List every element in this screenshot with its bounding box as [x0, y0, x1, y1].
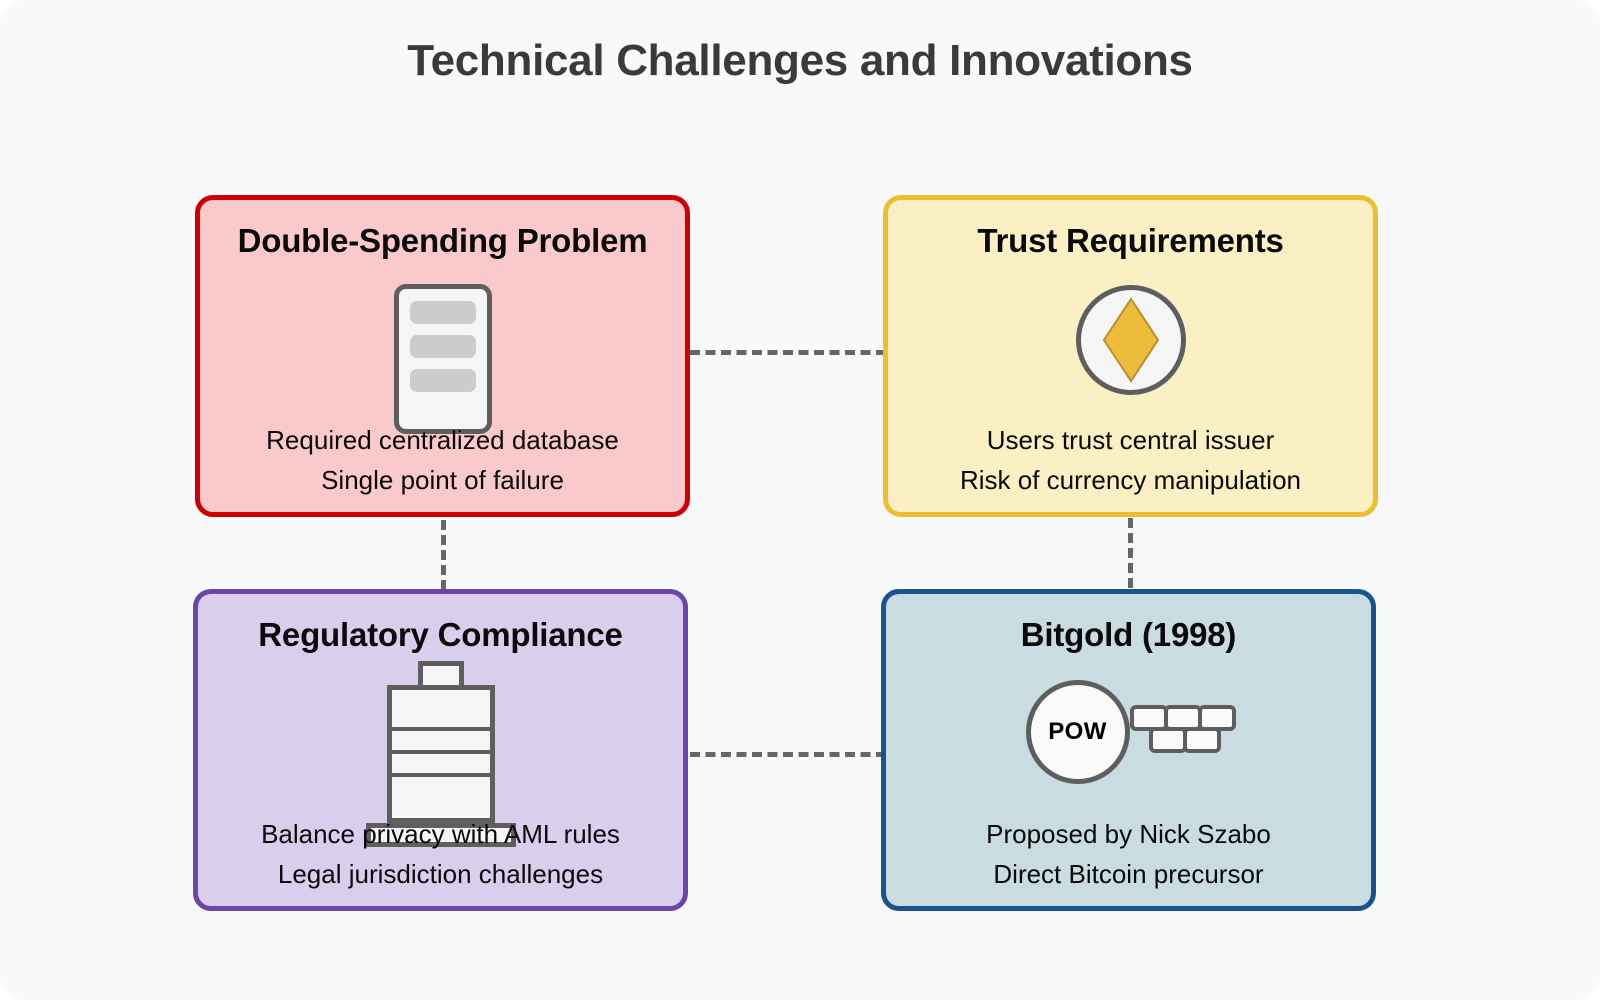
database-row	[409, 369, 476, 392]
card-icon-area	[888, 262, 1373, 418]
page-title: Technical Challenges and Innovations	[407, 36, 1193, 85]
card-title: Regulatory Compliance	[258, 616, 623, 653]
institution-roof	[417, 661, 464, 685]
card-line: Direct Bitcoin precursor	[993, 859, 1264, 889]
card-line: Single point of failure	[321, 465, 564, 495]
connector-trust-to-bitgold	[1128, 503, 1133, 603]
connector-regulatory-to-bitgold	[690, 752, 886, 757]
connector-double-spending-to-trust	[690, 350, 886, 355]
card-title: Bitgold (1998)	[1020, 616, 1237, 653]
brick	[1182, 727, 1221, 753]
brick-wall-icon	[1129, 705, 1236, 753]
card-description: Proposed by Nick Szabo Direct Bitcoin pr…	[886, 814, 1371, 906]
card-title: Trust Requirements	[977, 222, 1284, 259]
card-icon-area	[198, 652, 683, 856]
institution-icon	[365, 661, 516, 847]
institution-body	[386, 685, 495, 823]
card-double-spending-problem[interactable]: Double-Spending Problem Required central…	[195, 195, 690, 517]
proof-of-work-icon: POW	[1025, 680, 1236, 784]
card-line: Risk of currency manipulation	[959, 465, 1302, 495]
card-description: Users trust central issuer Risk of curre…	[888, 420, 1373, 512]
card-line: Legal jurisdiction challenges	[277, 859, 604, 889]
brick	[1148, 727, 1187, 753]
connector-double-spending-to-regulatory	[441, 505, 446, 605]
institution-base	[365, 823, 516, 847]
card-line: Balance privacy with AML rules	[261, 819, 620, 849]
institution-band	[391, 754, 490, 777]
institution-band	[391, 690, 490, 731]
card-line: Users trust central issuer	[986, 425, 1275, 455]
brick-row	[1148, 727, 1232, 753]
institution-band	[391, 731, 490, 754]
institution-band	[392, 777, 490, 818]
card-regulatory-compliance[interactable]: Regulatory Compliance Balance privacy wi…	[193, 589, 688, 911]
coin-diamond-icon	[1075, 285, 1186, 395]
database-row	[409, 335, 476, 358]
card-line: Proposed by Nick Szabo	[986, 819, 1271, 849]
card-title: Double-Spending Problem	[237, 222, 648, 259]
database-row	[409, 301, 476, 324]
brick	[1129, 705, 1168, 731]
card-description: Balance privacy with AML rules Legal jur…	[198, 814, 683, 906]
card-line: Required centralized database	[266, 425, 619, 455]
card-description: Required centralized database Single poi…	[200, 420, 685, 512]
card-trust-requirements[interactable]: Trust Requirements Users trust central i…	[883, 195, 1378, 517]
card-icon-area	[200, 254, 685, 464]
card-icon-area: POW	[886, 654, 1371, 810]
card-bitgold[interactable]: Bitgold (1998) POW Proposed by	[881, 589, 1376, 911]
pow-badge: POW	[1025, 680, 1130, 784]
database-icon	[393, 284, 492, 434]
diamond-icon	[1102, 297, 1159, 383]
